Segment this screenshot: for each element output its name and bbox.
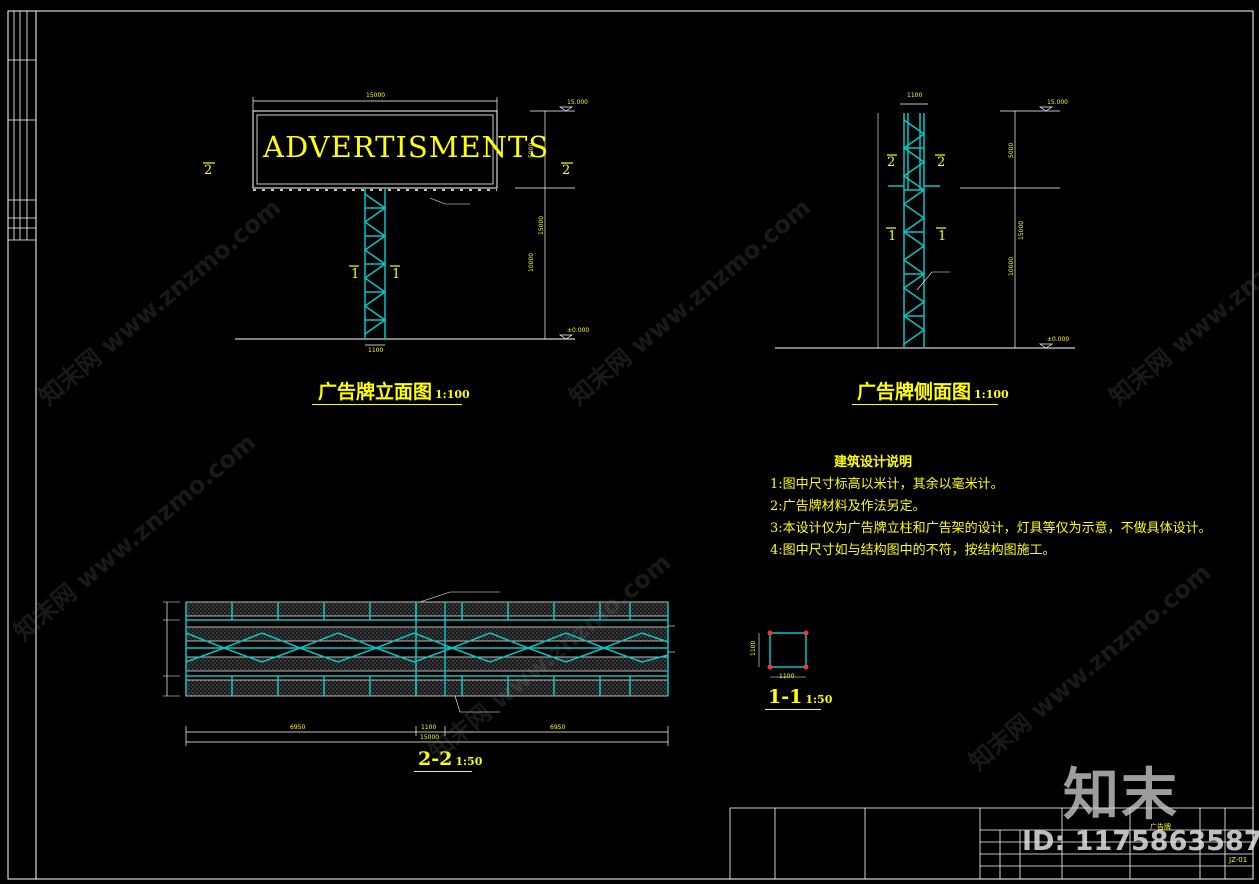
side-scale: 1:100 (974, 388, 1009, 401)
side-section-mark-2-right: 2 (937, 155, 946, 170)
section-1-1-dim-h: 1100 (750, 640, 757, 656)
elevation-column (363, 188, 387, 339)
elevation-section-mark-2-right: 2 (562, 163, 571, 178)
section-1-1-dim-w: 1100 (779, 673, 795, 680)
title-block-project: 广告牌 (1150, 823, 1171, 831)
side-section-mark-1-right: 1 (938, 229, 947, 244)
elevation-level-top: 15.000 (567, 99, 588, 106)
side-column (888, 113, 940, 348)
section-2-2-dim-left: 6950 (290, 724, 306, 731)
elevation-dim-upper: 5000 (528, 142, 535, 158)
elevation-level-ground: ±0.000 (567, 327, 590, 334)
sign-text: ADVERTISMENTS (263, 130, 550, 164)
side-level-ground: ±0.000 (1047, 336, 1070, 343)
section-1-1-drawing (758, 630, 809, 678)
note-item-2: 2:广告牌材料及作法另定。 (770, 499, 926, 514)
left-revision-strip (8, 11, 36, 241)
elevation-section-mark-1-left: 1 (351, 267, 360, 282)
design-notes: 建筑设计说明 1:图中尺寸标高以米计，其余以毫米计。 2:广告牌材料及作法另定。… (770, 452, 1212, 562)
sign-board (252, 110, 498, 189)
side-section-mark-1-left: 1 (888, 229, 897, 244)
section-2-2-dim-right: 6950 (550, 724, 566, 731)
side-level-top: 15.000 (1047, 99, 1068, 106)
notes-title: 建筑设计说明 (834, 455, 913, 470)
section-2-2-dim-mid: 1100 (421, 724, 437, 731)
title-block (729, 807, 1254, 880)
section-1-1-scale: 1:50 (805, 693, 833, 706)
elevation-section-mark-2-left: 2 (204, 163, 213, 178)
section-2-2-drawing (163, 591, 675, 746)
elevation-dim-lower: 10000 (528, 252, 535, 272)
elevation-scale: 1:100 (435, 388, 470, 401)
elevation-column-width-dim: 1100 (368, 347, 384, 354)
watermark-id: ID: 1175863587 (1022, 826, 1259, 857)
side-section-mark-2-left: 2 (887, 155, 896, 170)
section-2-2-scale: 1:50 (455, 755, 483, 768)
side-drawing (775, 103, 1075, 349)
section-2-2-dim-total: 15000 (420, 734, 440, 741)
side-dim-upper: 5000 (1008, 142, 1015, 158)
elevation-width-dim: 15000 (366, 92, 386, 99)
sheet-border (7, 10, 1254, 880)
elevation-section-mark-1-right: 1 (392, 267, 401, 282)
side-dim-lower: 10000 (1008, 256, 1015, 276)
note-item-1: 1:图中尺寸标高以米计，其余以毫米计。 (770, 477, 1004, 492)
side-top-dim: 1100 (907, 92, 923, 99)
elevation-drawing (203, 97, 575, 346)
elevation-dim-total: 15000 (538, 215, 545, 235)
side-dim-total: 15000 (1018, 220, 1025, 240)
note-item-4: 4:图中尺寸如与结构图中的不符，按结构图施工。 (770, 543, 1056, 558)
title-block-drawing-no: JZ-01 (1229, 856, 1248, 864)
note-item-3: 3:本设计仅为广告牌立柱和广告架的设计，灯具等仅为示意，不做具体设计。 (770, 521, 1212, 536)
watermark-logo: 知末 (1063, 763, 1179, 828)
